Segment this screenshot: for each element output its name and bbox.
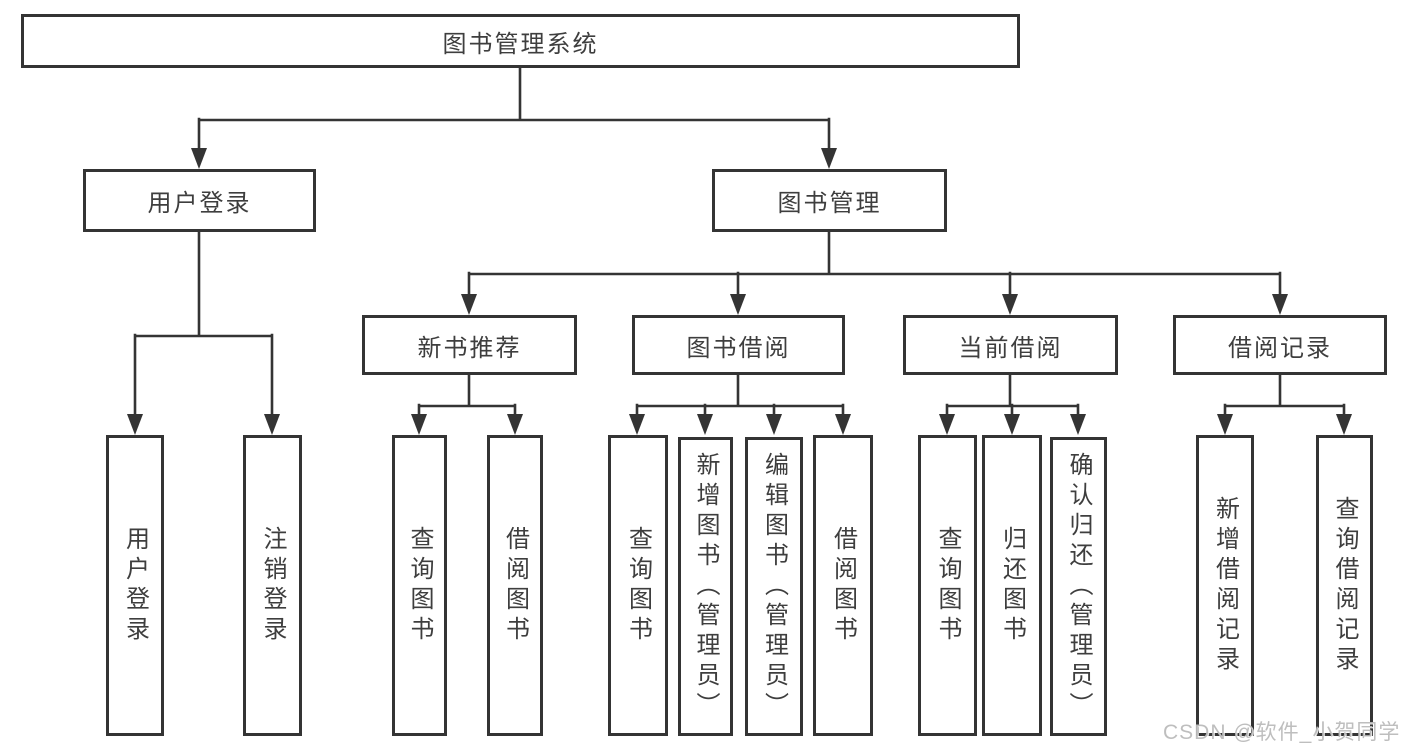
node-label: 查询图书 (406, 525, 433, 646)
leaf-confirm-return-admin: 确认归还（管理员） (1050, 437, 1107, 736)
leaf-query-books-2: 查询图书 (608, 435, 668, 736)
connector-lines (133, 66, 1346, 418)
node-label: 用户登录 (121, 525, 149, 646)
node-book-borrow: 图书借阅 (632, 315, 845, 375)
node-label: 借阅图书 (829, 525, 857, 646)
leaf-edit-book-admin: 编辑图书（管理员） (745, 437, 803, 736)
leaf-logout: 注销登录 (243, 435, 302, 736)
node-book-management: 图书管理 (712, 169, 947, 232)
leaf-add-borrow-record: 新增借阅记录 (1196, 435, 1254, 736)
node-label: 借阅图书 (501, 525, 529, 646)
leaf-query-borrow-record: 查询借阅记录 (1316, 435, 1373, 736)
leaf-query-books-3: 查询图书 (918, 435, 977, 736)
node-label: 图书管理 (777, 190, 882, 217)
node-label: 查询图书 (624, 525, 652, 646)
node-label: 注销登录 (259, 525, 286, 646)
node-current-borrow: 当前借阅 (903, 315, 1118, 375)
node-label: 编辑图书（管理员） (760, 451, 788, 722)
node-label: 确认归还（管理员） (1065, 451, 1092, 722)
node-user-login: 用户登录 (83, 169, 316, 232)
node-library-system: 图书管理系统 (21, 14, 1020, 68)
leaf-return-book: 归还图书 (982, 435, 1042, 736)
leaf-add-book-admin: 新增图书（管理员） (678, 437, 733, 736)
node-label: 归还图书 (998, 525, 1026, 646)
arrowhead-icons (127, 148, 1352, 435)
node-label: 用户登录 (147, 190, 252, 217)
node-label: 借阅记录 (1228, 334, 1332, 362)
node-borrow-records: 借阅记录 (1173, 315, 1387, 375)
node-label: 图书借阅 (686, 334, 791, 362)
node-label: 新书推荐 (417, 334, 522, 362)
node-label: 新增借阅记录 (1211, 495, 1239, 676)
node-label: 图书管理系统 (442, 30, 599, 58)
node-label: 查询借阅记录 (1331, 495, 1358, 676)
node-label: 查询图书 (934, 525, 961, 646)
leaf-query-books-1: 查询图书 (392, 435, 447, 736)
leaf-borrow-books-1: 借阅图书 (487, 435, 543, 736)
node-label: 当前借阅 (958, 334, 1063, 362)
leaf-user-login: 用户登录 (106, 435, 164, 736)
leaf-borrow-books-2: 借阅图书 (813, 435, 873, 736)
csdn-watermark: CSDN @软件_小贺同学 (1163, 721, 1401, 744)
node-label: 新增图书（管理员） (692, 451, 719, 722)
node-new-book-recommend: 新书推荐 (362, 315, 577, 375)
